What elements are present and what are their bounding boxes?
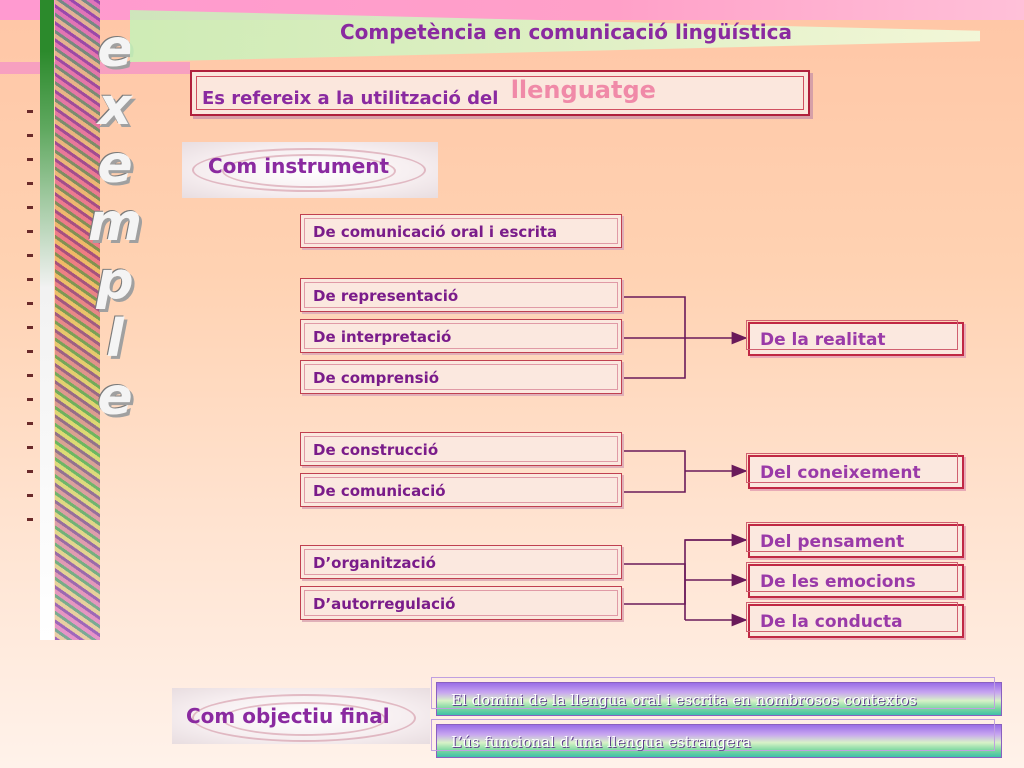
vertical-letter: e (97, 19, 133, 79)
header-lead: Es refereix a la utilització del (202, 88, 499, 109)
side-dots (27, 110, 33, 540)
objective-bar: L’ús funcional d’una llengua estrangera (431, 719, 1002, 758)
target-label: Del pensament (760, 532, 905, 552)
header-text: Es refereix a la utilització del llengua… (202, 76, 656, 110)
item-label: De comunicació (313, 482, 446, 500)
objective-label: L’ús funcional d’una llengua estrangera (451, 733, 752, 751)
item-label: De comunicació oral i escrita (313, 223, 558, 241)
item-box: De construcció (300, 432, 622, 466)
section-instrument: Com instrument (182, 142, 438, 198)
vertical-letter: x (98, 77, 132, 137)
item-label: De construcció (313, 441, 439, 459)
header-box: Es refereix a la utilització del llengua… (190, 70, 810, 116)
item-label: De representació (313, 287, 459, 305)
side-strip (40, 0, 54, 640)
target-label: De la realitat (760, 330, 886, 350)
side-art (55, 0, 100, 640)
header-highlight: llenguatge (510, 76, 656, 104)
item-box: De comunicació oral i escrita (300, 214, 622, 248)
page-title: Competència en comunicació lingüística (340, 20, 793, 44)
section-instrument-label: Com instrument (208, 154, 390, 178)
section-objective-label: Com objectiu final (186, 704, 390, 728)
target-box: Del coneixement (746, 453, 964, 489)
vertical-letter: p (96, 251, 134, 311)
target-label: De les emocions (760, 572, 916, 592)
vertical-letter: m (87, 193, 143, 253)
item-label: D’autorregulació (313, 595, 456, 613)
item-box: De comprensió (300, 360, 622, 394)
target-box: De la conducta (746, 602, 964, 638)
item-box: D’autorregulació (300, 586, 622, 620)
section-objective: Com objectiu final (172, 688, 430, 744)
item-label: De comprensió (313, 369, 440, 387)
target-label: Del coneixement (760, 463, 921, 483)
item-box: D’organització (300, 545, 622, 579)
item-label: De interpretació (313, 328, 452, 346)
target-label: De la conducta (760, 612, 903, 632)
target-box: De la realitat (746, 320, 964, 356)
objective-bar: El domini de la llengua oral i escrita e… (431, 677, 1002, 716)
item-label: D’organització (313, 554, 436, 572)
item-box: De comunicació (300, 473, 622, 507)
vertical-letter: l (106, 309, 124, 369)
vertical-letter: e (97, 135, 133, 195)
vertical-letter: e (97, 367, 133, 427)
item-box: De representació (300, 278, 622, 312)
vertical-word: e x e m p l e (80, 20, 150, 426)
target-box: De les emocions (746, 562, 964, 598)
target-box: Del pensament (746, 522, 964, 558)
item-box: De interpretació (300, 319, 622, 353)
objective-label: El domini de la llengua oral i escrita e… (451, 691, 917, 709)
